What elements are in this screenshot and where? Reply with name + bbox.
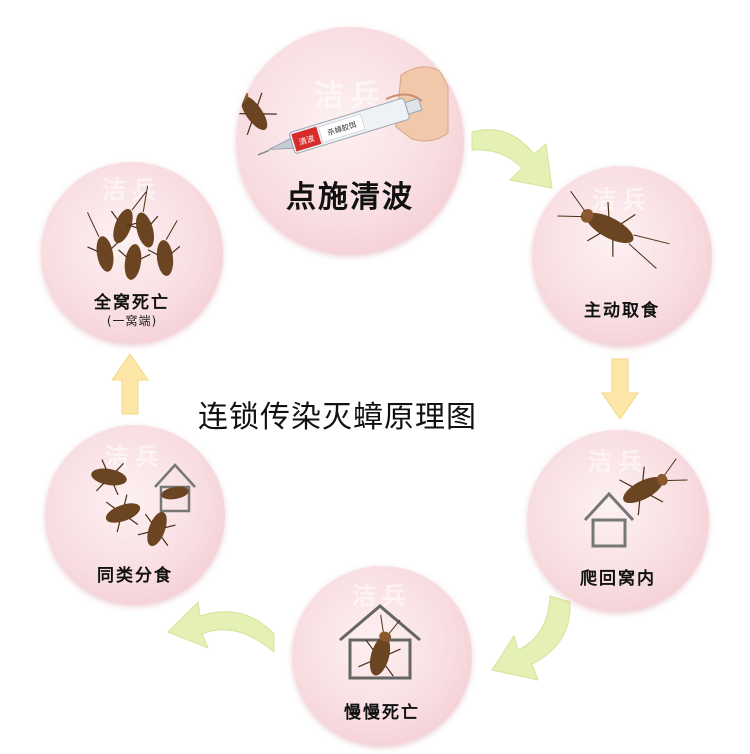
arrow-3-to-4-icon — [491, 595, 571, 681]
arrow-4-to-5-icon — [167, 600, 275, 654]
stage-circle-shared-feeding: 洁兵 — [45, 425, 225, 605]
stage-label-apply-bait: 点施清波 — [286, 180, 414, 215]
stage-label-slowly-dying: 慢慢死亡 — [344, 703, 420, 723]
arrow-1-to-2-icon — [471, 129, 553, 189]
watermark-text: 洁兵 — [592, 186, 652, 214]
stage-label-colony-dead: 全窝死亡 — [94, 293, 170, 313]
stage-circle-colony-dead: 洁兵 — [41, 162, 223, 344]
watermark-text: 洁兵 — [105, 443, 165, 471]
watermark-text: 洁兵 — [588, 448, 648, 476]
stage-label-active-feeding: 主动取食 — [584, 301, 660, 321]
stage-circle-crawl-home: 洁兵 爬回窝内 — [527, 430, 709, 612]
diagram-title: 连锁传染灭蟑原理图 — [198, 400, 477, 435]
syringe-bait-illustration: 清波 杀蟑胶饵 — [236, 66, 449, 156]
stage-circle-slowly-dying: 洁兵 慢慢死亡 — [292, 566, 472, 746]
cockroach-illustration — [557, 190, 670, 269]
arrow-2-to-3-icon — [601, 358, 639, 420]
stage-label-shared-feeding: 同类分食 — [97, 566, 173, 586]
stage-sublabel-colony-dead: (一窝端) — [106, 314, 158, 328]
stage-circle-apply-bait: 洁兵 清波 杀蟑胶饵 — [236, 27, 464, 255]
stage-label-crawl-home: 爬回窝内 — [580, 569, 656, 589]
house-and-cockroach-illustration — [583, 458, 688, 548]
house-and-dying-cockroach-illustration — [339, 604, 421, 680]
arrow-5-to-6-icon — [111, 353, 149, 415]
stage-circle-active-feeding: 洁兵 主动取食 — [532, 166, 712, 346]
house-icon — [583, 491, 635, 548]
dead-cockroaches-illustration — [87, 185, 181, 280]
syringe-brand-label: 清波 — [298, 133, 316, 147]
cockroaches-sharing-illustration — [91, 459, 196, 547]
